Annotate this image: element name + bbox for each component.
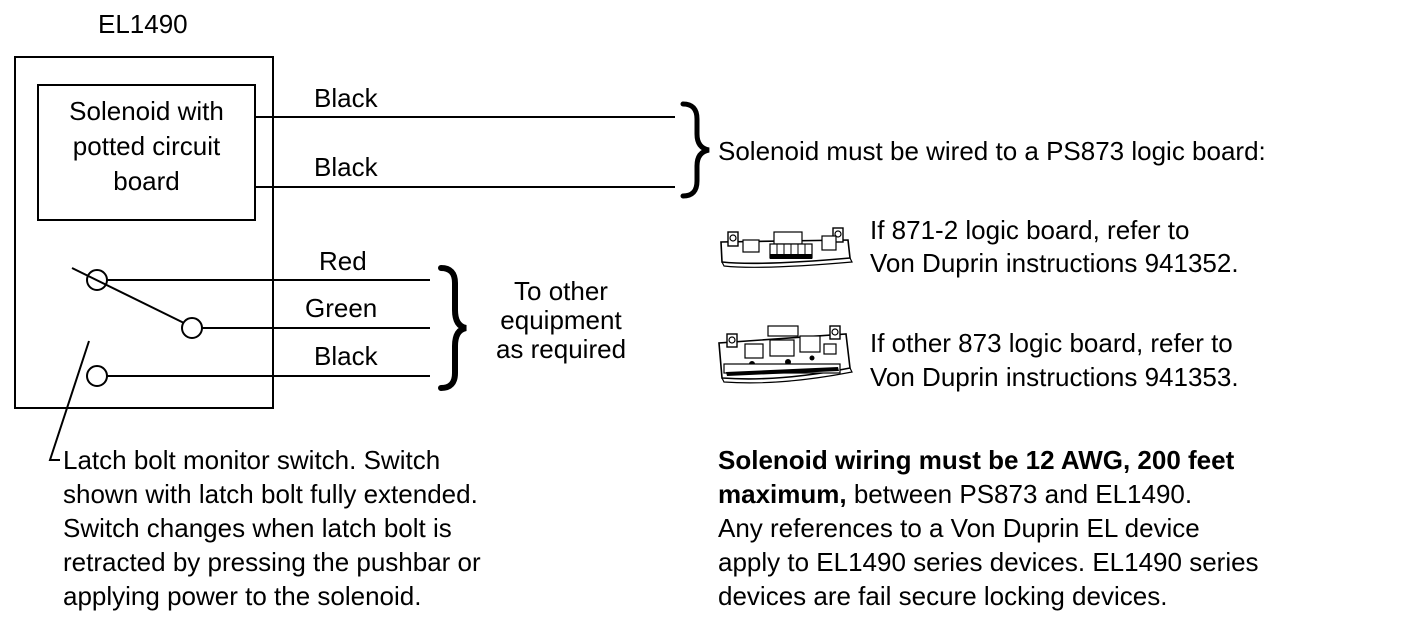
switch-brace <box>438 265 467 391</box>
switch-caption-line-1: Latch bolt monitor switch. Switch <box>63 445 441 475</box>
wiring-note-line-5: devices are fail secure locking devices. <box>718 581 1168 611</box>
wiring-note-bold-2: maximum, <box>718 479 847 509</box>
ps873-heading: Solenoid must be wired to a PS873 logic … <box>718 136 1266 166</box>
switch-caption-line-5: applying power to the solenoid. <box>63 581 422 611</box>
solenoid-box <box>37 84 256 221</box>
board-871-2-line-1: If 871-2 logic board, refer to <box>870 215 1190 245</box>
switch-caption-line-2: shown with latch bolt fully extended. <box>63 479 478 509</box>
wiring-note-rest-2: between PS873 and EL1490. <box>846 479 1193 509</box>
solenoid-box-line-1: Solenoid with <box>69 96 224 126</box>
wiring-note-line-1: Solenoid wiring must be 12 AWG, 200 feet <box>718 445 1234 476</box>
board-871-2-icon <box>720 227 853 268</box>
wiring-note-line-2: maximum, between PS873 and EL1490. <box>718 479 1192 510</box>
solenoid-box-line-3: board <box>113 166 180 196</box>
switch-blade <box>71 267 185 324</box>
solenoid-wire-1-label: Black <box>314 83 378 113</box>
switch-leader-line <box>48 340 90 461</box>
switch-note-line-1: To other <box>514 276 608 306</box>
device-label: EL1490 <box>98 9 188 39</box>
solenoid-wire-2-label: Black <box>314 152 378 182</box>
switch-terminal-green <box>181 317 203 339</box>
device-box <box>14 56 274 409</box>
board-873-line-2: Von Duprin instructions 941353. <box>870 362 1239 392</box>
board-873-line-1: If other 873 logic board, refer to <box>870 328 1233 358</box>
switch-terminal-black <box>86 365 108 387</box>
wiring-note-line-3: Any references to a Von Duprin EL device <box>718 513 1200 543</box>
wiring-note-line-4: apply to EL1490 series devices. EL1490 s… <box>718 547 1259 577</box>
solenoid-brace <box>680 101 710 199</box>
wiring-note-bold-1: Solenoid wiring must be 12 AWG, 200 feet <box>718 445 1235 475</box>
switch-wire-green-label: Green <box>305 293 378 323</box>
switch-caption-line-4: retracted by pressing the pushbar or <box>63 547 481 577</box>
switch-wire-red-label: Red <box>319 246 367 276</box>
board-873-icon <box>718 325 853 384</box>
switch-caption-line-3: Switch changes when latch bolt is <box>63 513 452 543</box>
switch-note-line-2: equipment <box>500 305 622 335</box>
solenoid-box-line-2: potted circuit <box>72 131 221 161</box>
board-871-2-line-2: Von Duprin instructions 941352. <box>870 248 1239 278</box>
switch-note-line-3: as required <box>495 334 627 364</box>
switch-wire-black-label: Black <box>314 341 378 371</box>
